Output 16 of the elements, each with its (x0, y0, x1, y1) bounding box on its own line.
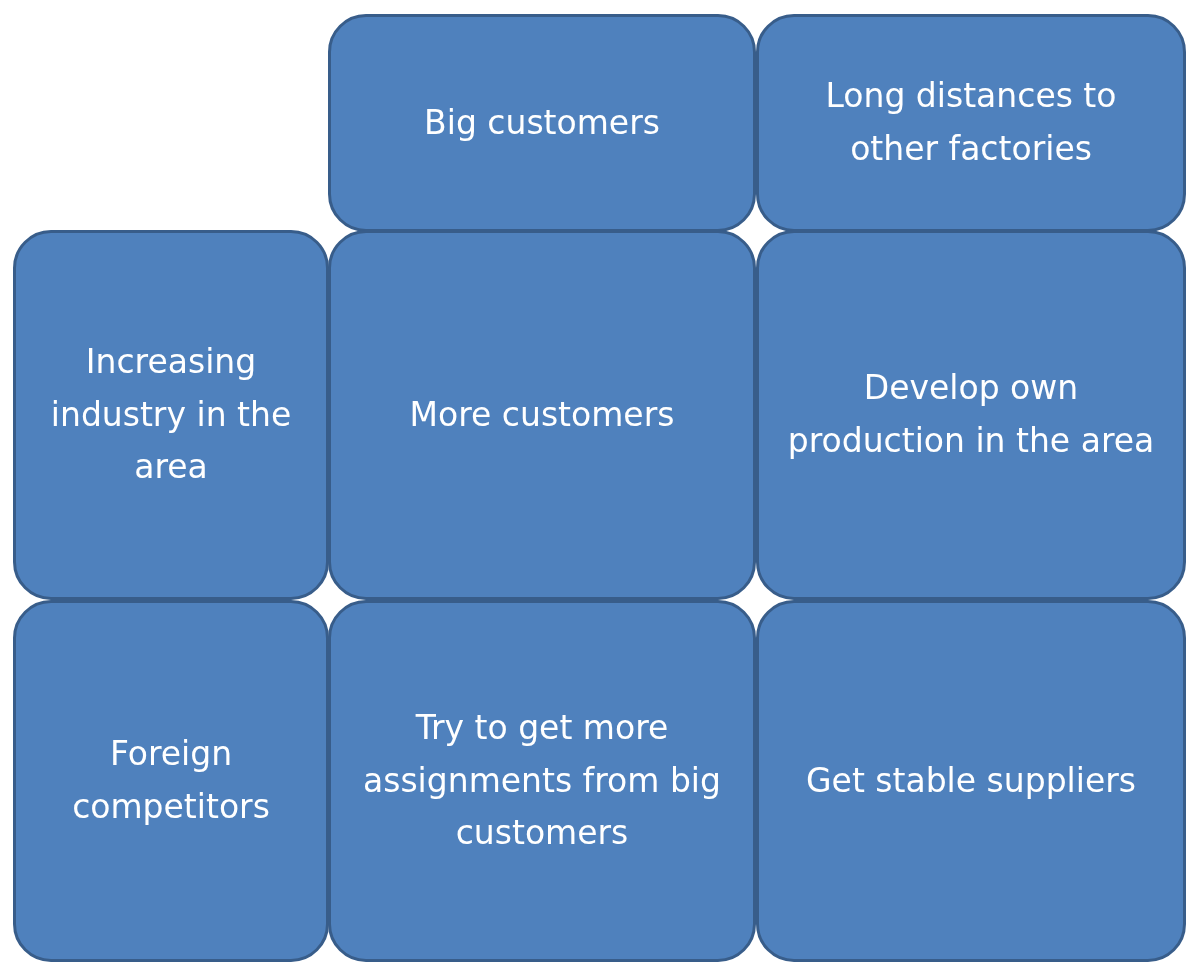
box-label: Get stable suppliers (806, 759, 1136, 802)
rounded-box (756, 230, 1186, 600)
rounded-box (13, 600, 329, 962)
box-label: Develop own production in the area (786, 367, 1156, 462)
rounded-box (756, 600, 1186, 962)
box-label: Long distances to other factories (824, 75, 1118, 170)
box-label: Big customers (424, 101, 660, 144)
box-label: More customers (409, 393, 675, 436)
box-label: Try to get more assignments from big customers (362, 706, 722, 855)
rounded-box (328, 14, 756, 232)
rounded-box (328, 600, 756, 962)
rounded-box (756, 14, 1186, 232)
box-label: Foreign competitors (71, 733, 271, 828)
rounded-box (13, 230, 329, 600)
rounded-box (328, 230, 756, 600)
box-label: Increasing industry in the area (49, 340, 293, 489)
